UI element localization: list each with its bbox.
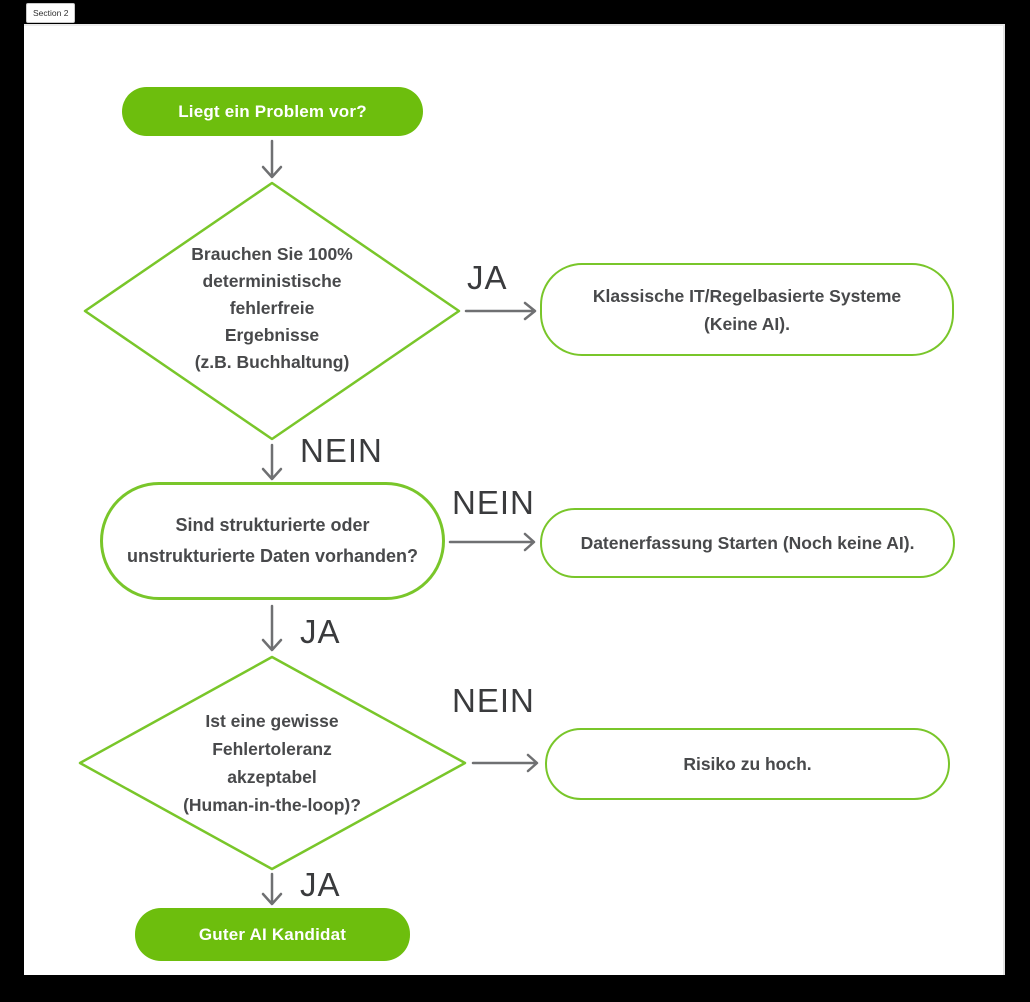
section-tag-label: Section 2 <box>33 8 69 18</box>
decision3-line: Fehlertoleranz <box>212 739 332 759</box>
result1-line: Klassische IT/Regelbasierte Systeme <box>592 285 902 306</box>
decision3-text: Ist eine gewisse Fehlertoleranz akzeptab… <box>132 707 412 819</box>
decision1-line: fehlerfreie <box>229 298 315 318</box>
decision3-line: Ist eine gewisse <box>205 711 339 731</box>
decision1-line: Brauchen Sie 100% <box>191 244 353 264</box>
result2-label: Datenerfassung Starten (Noch keine AI). <box>580 533 915 553</box>
edge-label-nein-1: NEIN <box>300 432 383 469</box>
decision2-line: unstrukturierte Daten vorhanden? <box>126 546 419 566</box>
arrow-decision1-to-result1 <box>464 301 537 321</box>
arrow-decision3-to-result3 <box>471 753 539 773</box>
result3-label: Risiko zu hoch. <box>683 754 812 774</box>
arrow-start-to-decision1 <box>261 139 283 179</box>
edge-label-ja-1: JA <box>467 259 508 296</box>
decision1-text: Brauchen Sie 100% deterministische fehle… <box>132 241 412 376</box>
decision3-line: (Human-in-the-loop)? <box>183 795 361 815</box>
start-node[interactable]: Liegt ein Problem vor? <box>122 87 423 136</box>
edge-label-nein-2: NEIN <box>452 484 535 521</box>
decision2-line: Sind strukturierte oder <box>175 515 370 535</box>
decision1-line: (z.B. Buchhaltung) <box>194 352 350 372</box>
start-node-label: Liegt ein Problem vor? <box>178 101 367 121</box>
edge-label-nein-3: NEIN <box>452 682 535 719</box>
decision3-line: akzeptabel <box>227 767 317 787</box>
result3-box[interactable]: Risiko zu hoch. <box>545 728 950 800</box>
section-tag[interactable]: Section 2 <box>26 3 76 23</box>
decision1-line: Ergebnisse <box>224 325 320 345</box>
result1-line: (Keine AI). <box>704 313 790 334</box>
arrow-decision2-to-result2 <box>448 532 536 552</box>
arrow-decision2-to-decision3 <box>261 604 283 652</box>
end-node-label: Guter AI Kandidat <box>198 924 347 944</box>
end-node[interactable]: Guter AI Kandidat <box>135 908 410 961</box>
arrow-decision1-to-decision2 <box>261 443 283 481</box>
decision2-box[interactable]: Sind strukturierte oder unstrukturierte … <box>100 482 445 600</box>
arrow-decision3-to-end <box>261 872 283 906</box>
edge-label-ja-3: JA <box>300 866 341 903</box>
result2-box[interactable]: Datenerfassung Starten (Noch keine AI). <box>540 508 955 578</box>
result1-box[interactable]: Klassische IT/Regelbasierte Systeme (Kei… <box>540 263 954 356</box>
decision1-diamond[interactable] <box>83 181 461 441</box>
decision3-diamond[interactable] <box>78 655 467 871</box>
edge-label-ja-2: JA <box>300 613 341 650</box>
decision1-line: deterministische <box>202 271 342 291</box>
